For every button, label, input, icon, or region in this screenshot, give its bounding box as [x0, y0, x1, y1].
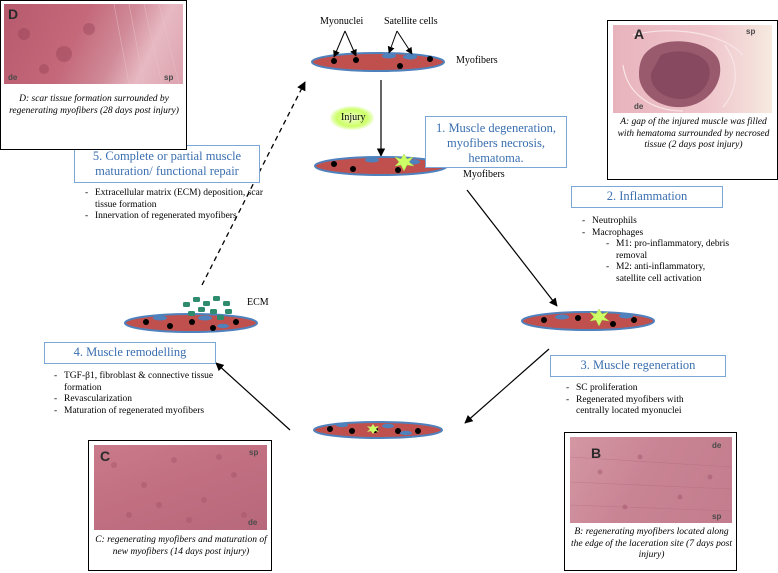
ecm-deposits [183, 296, 232, 320]
ecm-label: ECM [247, 297, 269, 308]
panel-letter: D [8, 6, 19, 22]
myofiber-regenerating [313, 421, 443, 439]
panel-d: D de sp D: scar tissue formation surroun… [0, 0, 187, 150]
panel-a: A sp de A: gap of the injured muscle was… [607, 20, 778, 180]
histology-image-d [4, 4, 183, 84]
panel-letter: C [100, 448, 111, 464]
remodelling-list: TGF-β1, fibroblast & connective tissue f… [54, 371, 214, 417]
panel-b: B de sp B: regenerating myofibers locate… [564, 432, 737, 571]
panel-letter: B [591, 445, 602, 461]
list-item: Extracellular matrix (ECM) deposition, s… [85, 188, 263, 211]
satellite-cells-label: Satellite cells [384, 16, 438, 27]
panel-mark: de [248, 518, 258, 527]
myonucleus [331, 58, 337, 64]
step-maturation-box: 5. Complete or partial muscle maturation… [74, 145, 260, 183]
panel-caption: C: regenerating myofibers and maturation… [95, 535, 267, 557]
satellite-cell [382, 53, 396, 59]
myonucleus [427, 56, 433, 62]
list-item: Innervation of regenerated myofibers [85, 211, 263, 223]
step-regeneration-box: 3. Muscle regeneration [550, 355, 726, 377]
panel-mark: de [8, 73, 18, 82]
satellite-cell [403, 54, 417, 60]
step-inflammation-box: 2. Inflammation [571, 186, 723, 208]
histology-image-a [613, 25, 772, 113]
list-item: Maturation of regenerated myofibers [54, 406, 214, 418]
panel-c: C sp de C: regenerating myofibers and ma… [88, 440, 272, 571]
myofiber-normal [311, 52, 445, 72]
panel-mark: de [712, 441, 722, 450]
list-item: Revascularization [54, 394, 214, 406]
panel-caption: A: gap of the injured muscle was filled … [617, 117, 770, 150]
panel-letter: A [634, 26, 645, 42]
myofiber-remodelling [124, 313, 258, 333]
maturation-list: Extracellular matrix (ECM) deposition, s… [85, 188, 263, 223]
myofibers-label: Myofibers [456, 55, 498, 66]
myonucleus [353, 57, 359, 63]
panel-mark: sp [249, 448, 259, 457]
inflammation-list: Neutrophils Macrophages M1: pro-inflamma… [582, 216, 732, 285]
list-subitem: M1: pro-inflammatory, debris removal [582, 239, 732, 262]
regeneration-list: SC proliferation Regenerated myofibers w… [566, 383, 716, 418]
myonuclei-label: Myonuclei [320, 16, 364, 27]
panel-caption: B: regenerating myofibers located along … [571, 527, 732, 560]
myonucleus [397, 63, 403, 69]
panel-caption: D: scar tissue formation surrounded by r… [9, 94, 179, 116]
list-item: SC proliferation [566, 383, 716, 395]
panel-mark: sp [746, 27, 756, 36]
histology-image-c [94, 445, 267, 530]
step-degeneration-box: 1. Muscle degeneration, myofibers necros… [425, 116, 567, 168]
list-item: Regenerated myofibers with centrally loc… [566, 395, 716, 418]
panel-mark: de [634, 102, 644, 111]
panel-mark: sp [164, 73, 174, 82]
list-item: TGF-β1, fibroblast & connective tissue f… [54, 371, 214, 394]
histology-image-b [570, 437, 732, 523]
myofiber-inflamed [521, 308, 655, 331]
injury-label: Injury [341, 112, 366, 123]
list-item: Macrophages [582, 228, 732, 240]
list-item: Neutrophils [582, 216, 732, 228]
panel-mark: sp [712, 512, 722, 521]
injury-burst [330, 106, 374, 130]
list-subitem: M2: anti-inflammatory, satellite cell ac… [582, 262, 732, 285]
step-remodelling-box: 4. Muscle remodelling [44, 342, 216, 364]
